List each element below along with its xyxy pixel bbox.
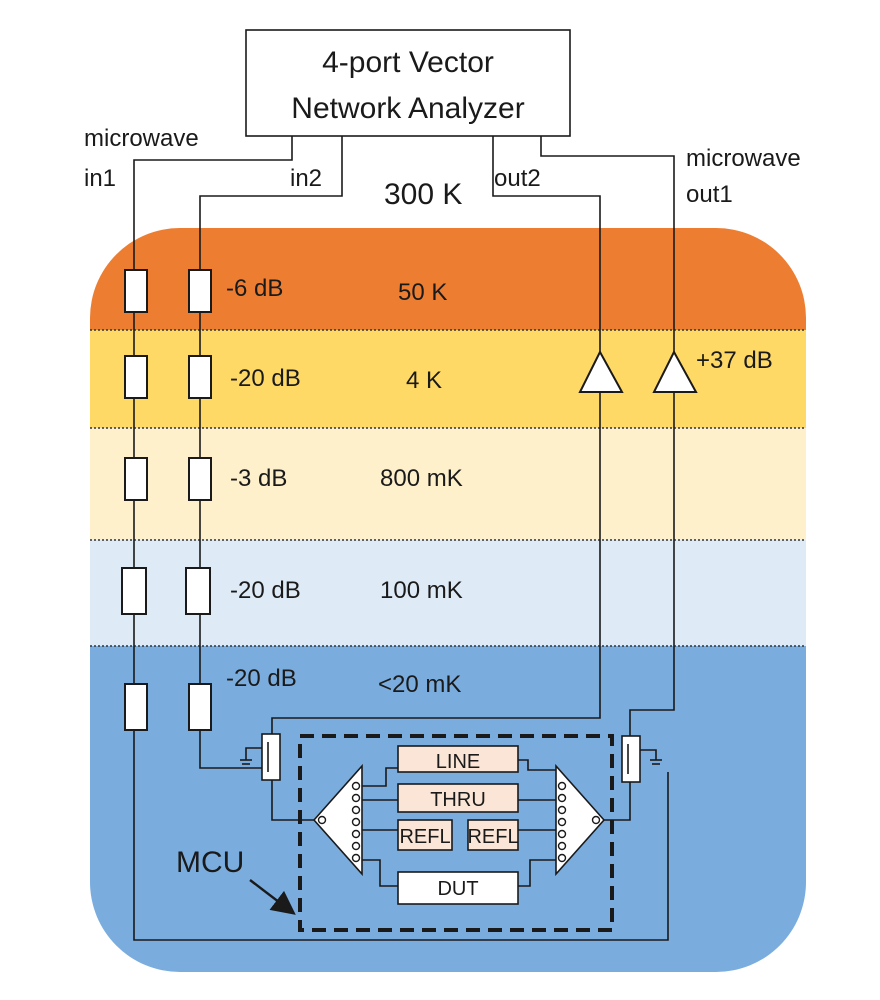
mcu-label: MCU [176,846,244,879]
attenuators [121,269,212,731]
atten-label-50k: -6 dB [226,275,283,302]
refl-left-standard-label: REFL [399,826,450,848]
room-temperature-label: 300 K [384,178,462,211]
port-components [240,733,662,783]
switch-contacts [317,781,601,863]
line-standard-box [397,745,519,773]
dut-box [397,871,519,905]
left-switch-icon [312,763,363,877]
coupler-right-icon [621,735,641,783]
attenuator-in2-4k [188,355,212,399]
in2-label: in2 [290,165,322,192]
dut-label: DUT [437,878,478,900]
line-standard-label: LINE [436,751,480,773]
temp-label-800mk: 800 mK [380,465,463,492]
microwave-out-label: microwave [686,145,801,172]
attenuator-in2-800mk [188,457,212,501]
coupler-left-icon [261,733,281,781]
wiring [133,136,675,941]
in1-label: in1 [84,165,116,192]
thru-standard-box [397,783,519,813]
vna-title-line1: 4-port Vector [322,46,494,79]
attenuator-in2-100mk [185,567,211,615]
atten-label-20mk: -20 dB [226,665,297,692]
mcu-dashed-box [298,734,614,932]
mcu-arrow-icon [249,879,296,915]
atten-label-4k: -20 dB [230,365,301,392]
amplifier-gain-label: +37 dB [696,347,773,374]
amplifiers [578,349,698,393]
atten-label-100mk: -20 dB [230,577,301,604]
vna-box: 4-port Vector Network Analyzer [245,29,571,137]
temp-label-20mk: <20 mK [378,671,461,698]
switches [312,763,606,877]
atten-label-800mk: -3 dB [230,465,287,492]
temp-label-100mk: 100 mK [380,577,463,604]
refl-left-standard-box [397,819,453,851]
calibration-standards: LINE THRU REFL REFL DUT [397,745,519,905]
amplifier-out2-icon [578,349,624,393]
out1-label: out1 [686,181,733,208]
attenuator-in2-20mk [188,683,212,731]
temp-label-50k: 50 K [398,279,447,306]
microwave-in-label: microwave [84,125,199,152]
stage-dividers [90,329,806,647]
attenuator-in1-20mk [124,683,148,731]
vna-title-line2: Network Analyzer [291,92,524,125]
refl-right-standard-box [467,819,519,851]
amplifier-out1-icon [652,349,698,393]
switch-routing [362,759,556,887]
right-switch-icon [555,763,606,877]
attenuator-in1-100mk [121,567,147,615]
attenuator-in2-50k [188,269,212,313]
attenuator-in1-800mk [124,457,148,501]
out2-label: out2 [494,165,541,192]
stage-labels: -6 dB 50 K -20 dB 4 K -3 dB 800 mK -20 d… [226,275,463,698]
thru-standard-label: THRU [430,789,486,811]
attenuator-in1-50k [124,269,148,313]
refl-right-standard-label: REFL [467,826,518,848]
temp-label-4k: 4 K [406,367,442,394]
attenuator-in1-4k [124,355,148,399]
